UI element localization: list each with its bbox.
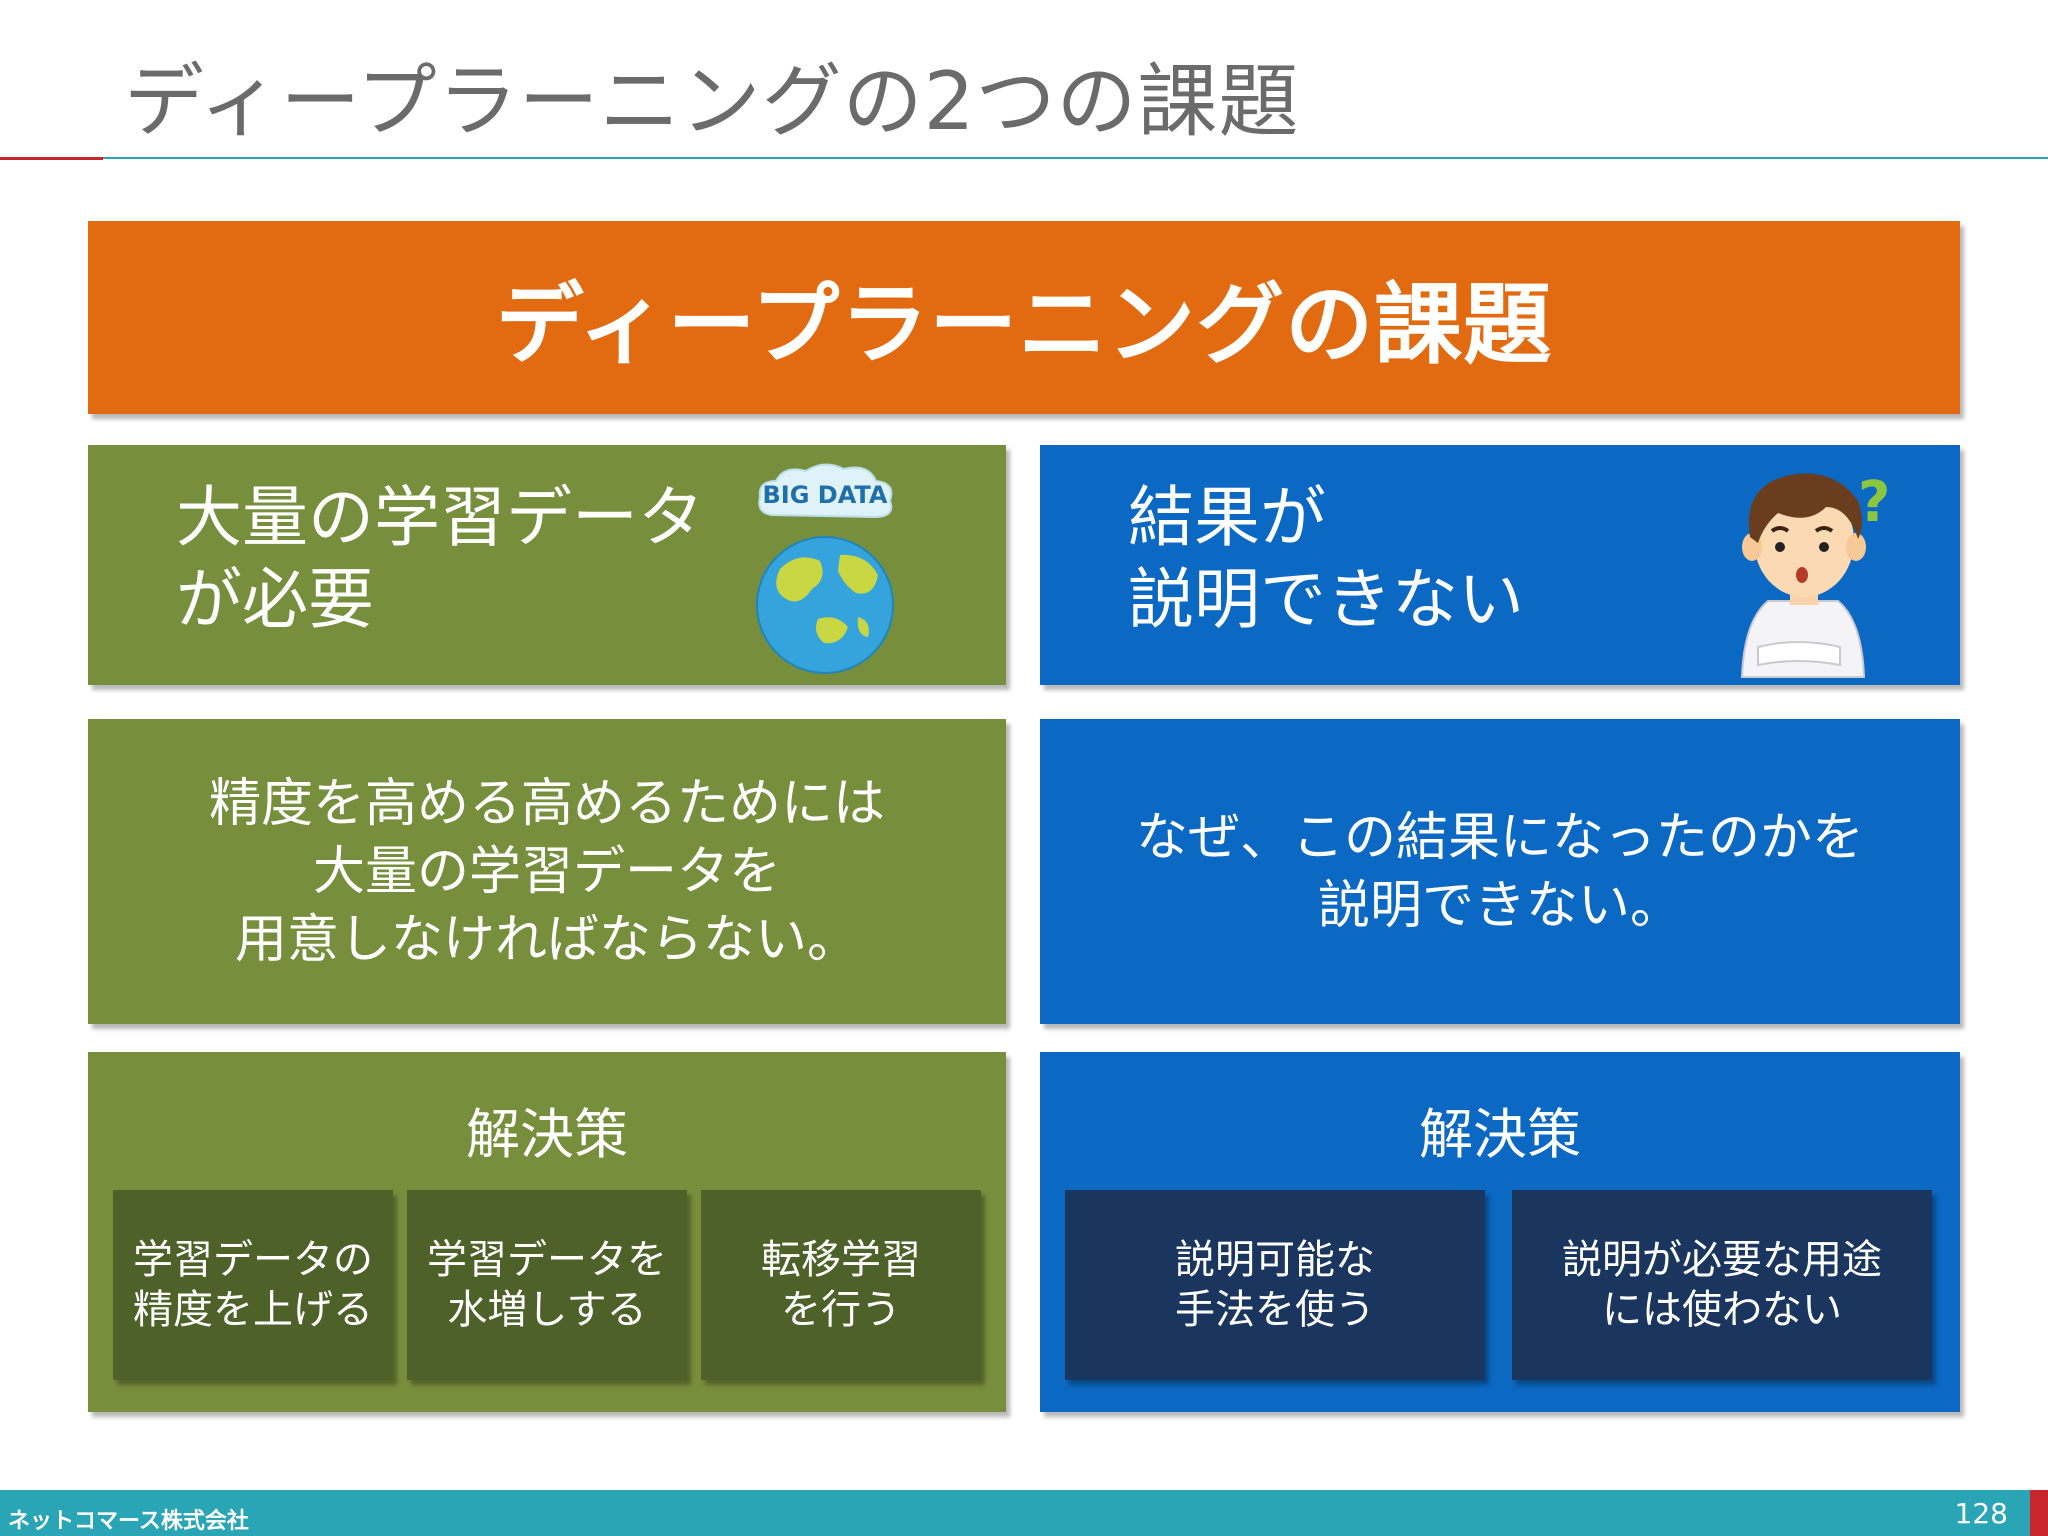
left-description-box: 精度を高める高めるためには 大量の学習データを 用意しなければならない。 bbox=[88, 719, 1006, 1024]
left-heading-box: 大量の学習データ が必要 BIG DATA bbox=[88, 445, 1006, 685]
left-solution-1: 学習データの 精度を上げる bbox=[113, 1190, 393, 1380]
footer-bar bbox=[0, 1490, 2030, 1536]
left-solution-1-line-2: 精度を上げる bbox=[133, 1287, 373, 1333]
left-heading-line-1: 大量の学習データ bbox=[176, 479, 704, 556]
left-solution-2-line-1: 学習データを bbox=[427, 1237, 667, 1283]
big-data-label: BIG DATA bbox=[762, 481, 888, 509]
right-heading: 結果が 説明できない bbox=[1128, 477, 1524, 641]
right-solution-2: 説明が必要な用途 には使わない bbox=[1512, 1190, 1932, 1380]
right-description: なぜ、この結果になったのかを 説明できない。 bbox=[1136, 804, 1864, 940]
left-heading: 大量の学習データ が必要 bbox=[176, 477, 704, 641]
banner-text: ディープラーニングの課題 bbox=[495, 273, 1553, 376]
left-solution-3-line-1: 転移学習 bbox=[761, 1237, 921, 1283]
right-heading-line-1: 結果が bbox=[1128, 479, 1326, 556]
banner: ディープラーニングの課題 bbox=[88, 221, 1960, 414]
right-solution-2-line-1: 説明が必要な用途 bbox=[1562, 1237, 1882, 1283]
right-description-line-1: なぜ、この結果になったのかを bbox=[1135, 807, 1864, 868]
left-description: 精度を高める高めるためには 大量の学習データを 用意しなければならない。 bbox=[209, 770, 885, 974]
page-number: 128 bbox=[1954, 1497, 2008, 1530]
big-data-globe-image: BIG DATA bbox=[750, 457, 900, 677]
right-description-box: なぜ、この結果になったのかを 説明できない。 bbox=[1040, 719, 1960, 1024]
left-description-line-2: 大量の学習データを bbox=[312, 841, 781, 902]
right-solution-1-line-1: 説明可能な bbox=[1175, 1237, 1375, 1283]
left-solution-2: 学習データを 水増しする bbox=[407, 1190, 687, 1380]
right-description-line-2: 説明できない。 bbox=[1317, 875, 1682, 936]
left-solution-2-line-2: 水増しする bbox=[447, 1287, 647, 1333]
left-solution-box: 解決策 学習データの 精度を上げる 学習データを 水増しする 転移学習 を行う bbox=[88, 1052, 1006, 1412]
right-solution-box: 解決策 説明可能な 手法を使う 説明が必要な用途 には使わない bbox=[1040, 1052, 1960, 1412]
left-heading-line-2: が必要 bbox=[176, 561, 374, 638]
confused-man-icon: ? bbox=[1708, 451, 1908, 681]
right-solution-1-line-2: 手法を使う bbox=[1175, 1287, 1375, 1333]
left-solution-1-line-1: 学習データの bbox=[133, 1237, 373, 1283]
footer-company: ネットコマース株式会社 bbox=[8, 1509, 249, 1534]
right-heading-box: 結果が 説明できない ? bbox=[1040, 445, 1960, 685]
right-solution-2-line-2: には使わない bbox=[1602, 1287, 1842, 1333]
svg-text:?: ? bbox=[1858, 470, 1890, 535]
left-solution-title: 解決策 bbox=[466, 1103, 628, 1166]
right-solution-title: 解決策 bbox=[1419, 1103, 1581, 1166]
left-solution-3-line-2: を行う bbox=[781, 1287, 901, 1333]
title-rule-accent bbox=[0, 157, 103, 160]
right-solution-1: 説明可能な 手法を使う bbox=[1065, 1190, 1485, 1380]
left-description-line-1: 精度を高める高めるためには bbox=[208, 773, 885, 834]
footer-corner-accent bbox=[2030, 1490, 2048, 1536]
left-description-line-3: 用意しなければならない。 bbox=[234, 909, 859, 970]
title-rule bbox=[103, 157, 2048, 159]
slide-title: ディープラーニングの2つの課題 bbox=[124, 55, 1300, 148]
left-solution-3: 転移学習 を行う bbox=[701, 1190, 981, 1380]
right-heading-line-2: 説明できない bbox=[1128, 561, 1524, 638]
